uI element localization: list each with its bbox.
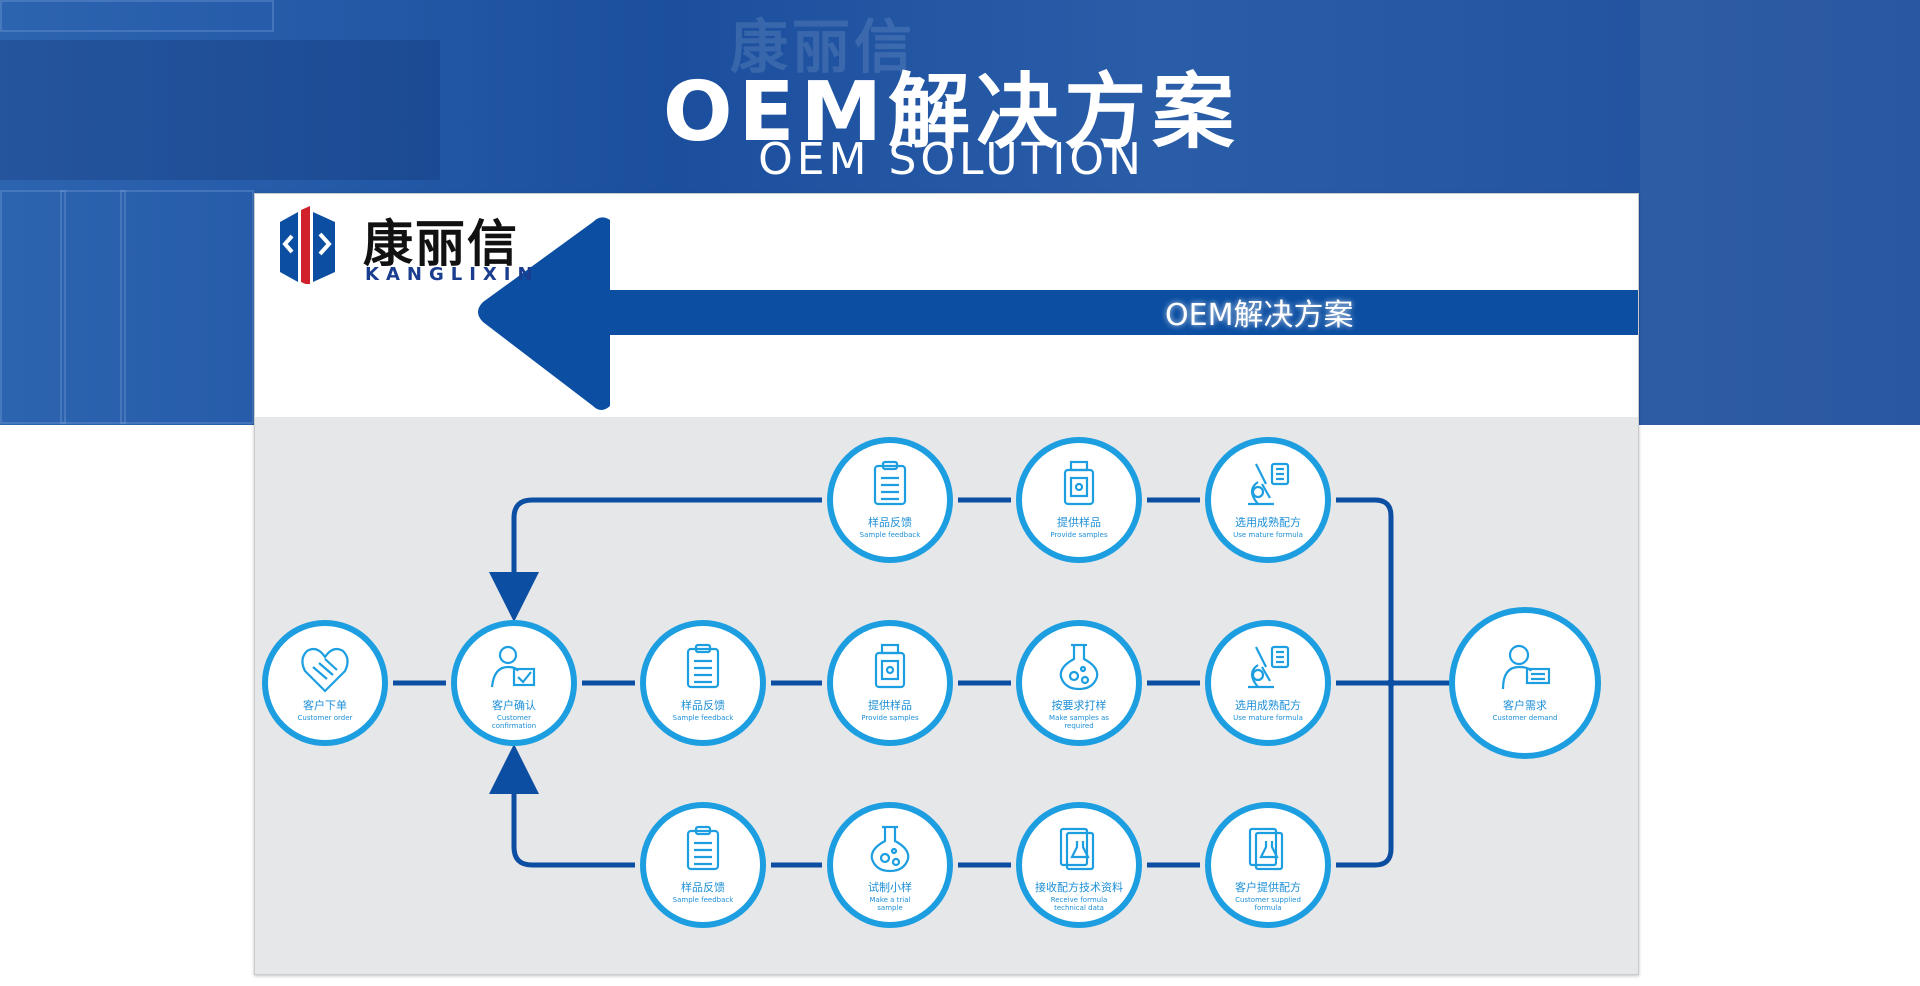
node-label-en: Make samples as: [1049, 714, 1109, 722]
return-arrow-top: [489, 497, 822, 622]
node-label-cn: 接收配方技术资料: [1035, 880, 1123, 894]
hero-window-pane: [0, 0, 274, 32]
bottle-icon: [1063, 460, 1095, 506]
node-label-cn: 提供样品: [1057, 515, 1101, 529]
hero-window-pane: [0, 190, 254, 424]
microscope-icon: [1248, 462, 1290, 506]
bottle-icon: [874, 643, 906, 689]
node-ring: [827, 802, 953, 928]
node-label-en: Use mature formula: [1233, 714, 1303, 722]
hero-window-pane: [120, 190, 126, 424]
node-label-cn: 选用成熟配方: [1235, 698, 1301, 712]
node-label-cn: 样品反馈: [868, 515, 912, 529]
node-label-en: confirmation: [492, 722, 536, 730]
page-subtitle: OEM SOLUTION: [758, 134, 1145, 185]
node-label-cn: 客户下单: [303, 698, 347, 712]
node-label-en: Sample feedback: [673, 896, 735, 904]
logo-mark-icon: [280, 206, 335, 284]
flow-node-middle: 客户下单 Customer order: [262, 620, 388, 746]
node-label-en: Customer demand: [1493, 714, 1558, 722]
page-title: OEM解决方案: [662, 65, 1241, 160]
node-label-cn: 提供样品: [868, 698, 912, 712]
return-arrow-bottom: [489, 744, 635, 868]
node-label-en: required: [1064, 722, 1093, 730]
node-label-en: Customer order: [298, 714, 353, 722]
clipboard-icon: [686, 825, 720, 871]
flow-node-middle: 选用成熟配方 Use mature formula: [1205, 620, 1331, 746]
flow-node-middle: 样品反馈 Sample feedback: [640, 620, 766, 746]
node-ring: [1016, 437, 1142, 563]
node-ring: [1449, 607, 1601, 759]
person-message-icon: [1501, 644, 1551, 690]
person-check-icon: [490, 645, 536, 688]
hero-window-pane: [60, 190, 66, 424]
node-label-en: formula: [1255, 904, 1282, 912]
node-label-en: Provide samples: [1050, 531, 1108, 539]
flow-diagram: 样品反馈 Sample feedback 提供样品 Provide samples 选用…: [262, 437, 1601, 928]
node-label-cn: 试制小样: [868, 880, 912, 894]
node-label-en: Receive formula: [1051, 896, 1108, 904]
flow-node-bottom: 样品反馈 Sample feedback: [640, 802, 766, 928]
flow-node-middle: 提供样品 Provide samples: [827, 620, 953, 746]
banner-label: OEM解决方案: [1165, 298, 1354, 333]
banner-bar: [594, 290, 1638, 335]
handshake-icon: [301, 647, 349, 693]
microscope-icon: [1248, 645, 1290, 689]
node-label-en: Sample feedback: [860, 531, 922, 539]
node-label-cn: 客户提供配方: [1235, 880, 1301, 894]
flow-node-top: 样品反馈 Sample feedback: [827, 437, 953, 563]
node-label-en: Customer supplied: [1235, 896, 1301, 904]
node-label-cn: 客户需求: [1503, 698, 1547, 712]
banner-arrow: [478, 217, 1638, 410]
clipboard-icon: [686, 643, 720, 689]
node-label-cn: 样品反馈: [681, 880, 725, 894]
node-label-cn: 样品反馈: [681, 698, 725, 712]
hero-shade: [0, 40, 440, 180]
logo-en-text: KANGLIXIN: [365, 264, 540, 285]
logo-cn-text: 康丽信: [363, 215, 519, 273]
node-label-en: Provide samples: [861, 714, 919, 722]
node-ring: [827, 620, 953, 746]
hero-shade: [1640, 0, 1920, 425]
clipboard-icon: [873, 460, 907, 506]
document-flask-icon: [1248, 827, 1284, 871]
node-label-en: sample: [877, 904, 902, 912]
node-label-en: technical data: [1054, 904, 1104, 912]
flask-icon: [870, 825, 910, 873]
node-label-cn: 按要求打样: [1052, 698, 1107, 712]
node-label-en: Use mature formula: [1233, 531, 1303, 539]
node-ring: [262, 620, 388, 746]
node-label-cn: 选用成熟配方: [1235, 515, 1301, 529]
card-header: 康丽信 KANGLIXIN OEM解决方案: [255, 194, 1638, 417]
oem-flow-card: 康丽信 KANGLIXIN OEM解决方案 样品反馈 Sample feedbac…: [254, 193, 1639, 975]
flow-node-top: 选用成熟配方 Use mature formula: [1205, 437, 1331, 563]
node-ring: [1016, 620, 1142, 746]
flow-node-top: 提供样品 Provide samples: [1016, 437, 1142, 563]
hero-watermark: 康丽信: [730, 13, 917, 81]
node-ring: [1205, 620, 1331, 746]
banner-arrowhead: [478, 217, 610, 410]
node-label-en: Sample feedback: [673, 714, 735, 722]
node-label-cn: 客户确认: [492, 698, 536, 712]
node-label-en: Make a trial: [870, 896, 911, 904]
bus-junction: [1387, 679, 1395, 687]
flask-icon: [1059, 643, 1099, 691]
document-flask-icon: [1059, 827, 1095, 871]
flow-node-demand: 客户需求 Customer demand: [1449, 607, 1601, 759]
brand-logo: 康丽信 KANGLIXIN: [265, 204, 555, 285]
node-label-en: Customer: [497, 714, 531, 722]
node-ring: [1205, 437, 1331, 563]
